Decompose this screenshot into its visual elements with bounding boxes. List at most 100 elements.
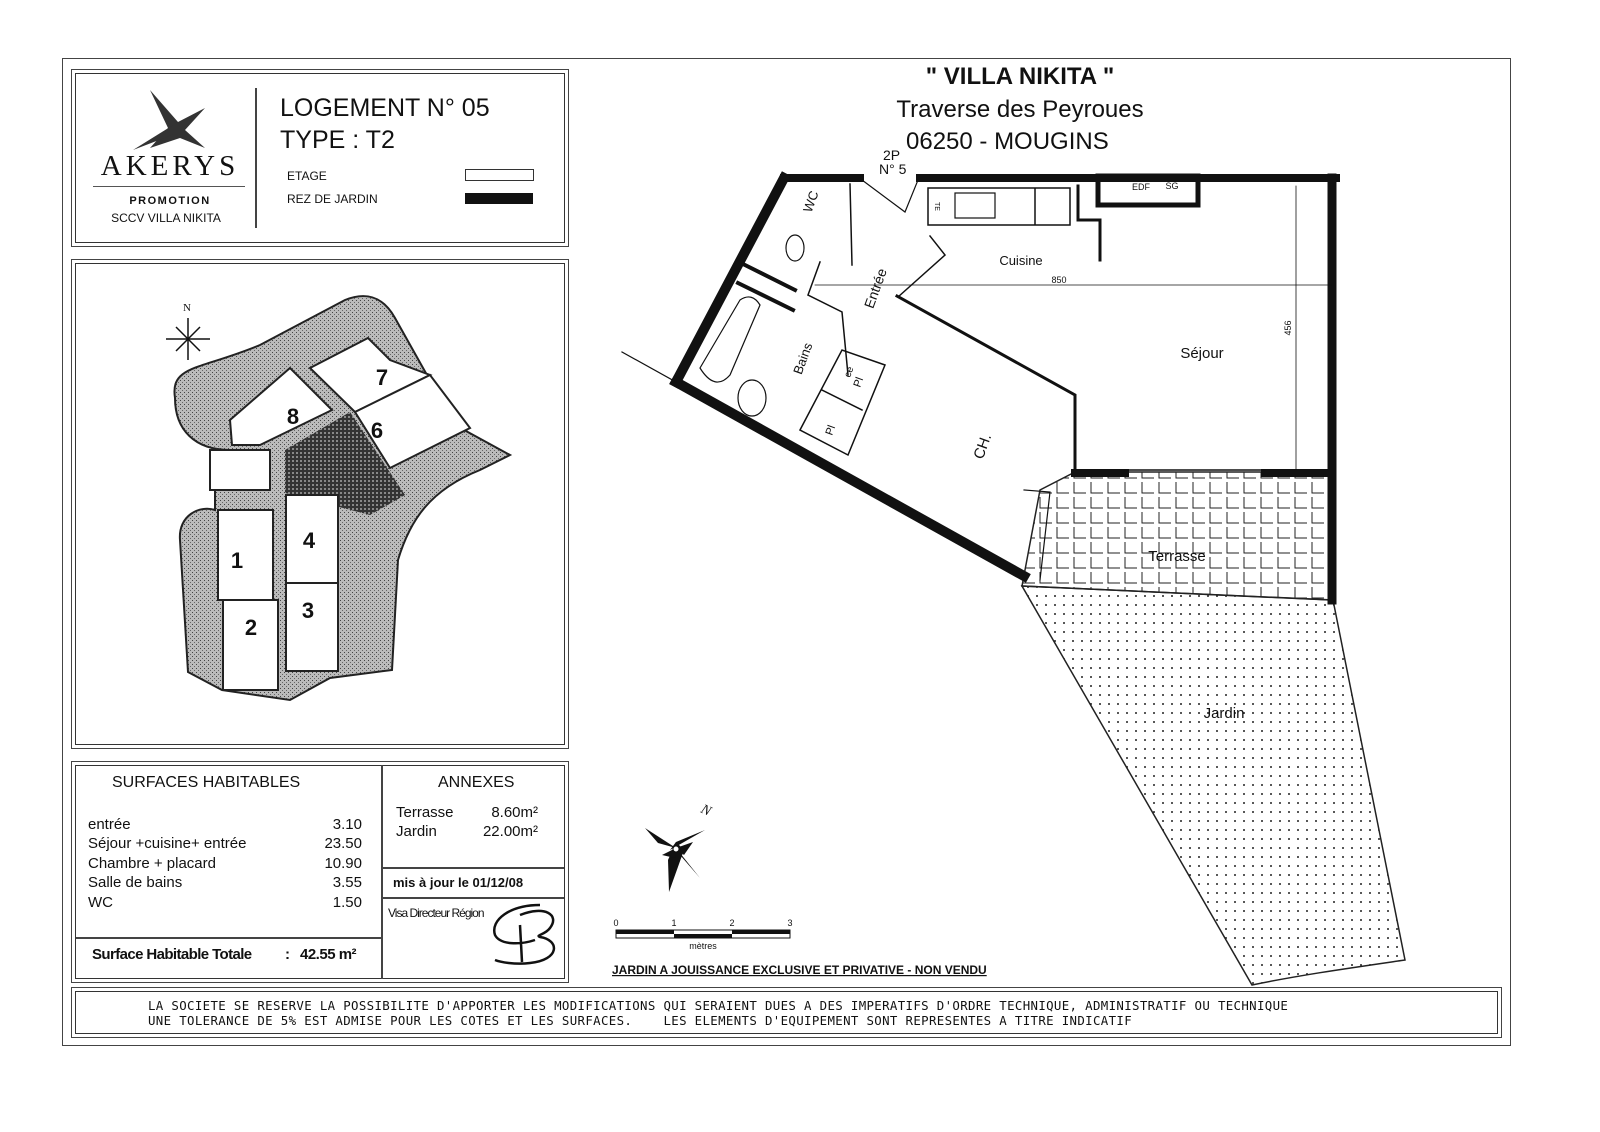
- scale-bar: [615, 929, 791, 939]
- lot-label: 2: [245, 615, 257, 640]
- door-entry: [861, 179, 919, 213]
- disclaimer-line-2: UNE TOLERANCE DE 5% EST ADMISE POUR LES …: [148, 1013, 1133, 1028]
- annex-value: 8.60m²: [491, 804, 538, 821]
- total-divider: [76, 937, 382, 939]
- te-label: TE: [933, 202, 940, 211]
- site-plan-box: [75, 263, 565, 745]
- logo-tagline: PROMOTION: [129, 195, 211, 207]
- surface-row-value: 1.50: [332, 894, 362, 911]
- lot-label: 1: [231, 548, 243, 573]
- project-name: " VILLA NIKITA ": [925, 63, 1115, 90]
- page-frame: [62, 58, 1511, 1046]
- site-plan: 1 2 3 4 6 7 8 N: [166, 295, 513, 702]
- room-cuisine: Cuisine: [999, 253, 1042, 268]
- annexes-title: ANNEXES: [438, 774, 515, 791]
- surfaces-divider: [381, 765, 383, 979]
- lot-label: 6: [371, 418, 383, 443]
- dimension-width: 850: [1051, 275, 1066, 285]
- wall-chambre: [894, 293, 1077, 472]
- logo-company: SCCV VILLA NIKITA: [111, 211, 221, 225]
- placard: [798, 349, 886, 457]
- lot-1: [217, 509, 274, 601]
- room-entree: Entrée: [861, 266, 890, 310]
- surface-row-label: Salle de bains: [88, 874, 183, 891]
- apartment-plan: EDF SG TE WC Cuisine 850 Entrée Séjour 4…: [621, 147, 1406, 986]
- room-terrasse: Terrasse: [1148, 548, 1206, 565]
- logo-brand: AKERYS: [100, 150, 240, 182]
- lot-8: [228, 366, 334, 446]
- logement-number: LOGEMENT N° 05: [280, 94, 490, 122]
- ce-label: ce: [842, 365, 856, 379]
- kitchen-partition: [1076, 184, 1102, 262]
- bathtub-icon: [699, 296, 761, 383]
- surface-row-value: 3.55: [332, 874, 362, 891]
- lot-label: 4: [303, 528, 316, 553]
- surface-row-label: Chambre + placard: [88, 855, 216, 872]
- lot-2: [222, 599, 279, 691]
- room-placard: Pl: [824, 424, 839, 437]
- surface-row-label: Séjour +cuisine+ entrée: [88, 835, 247, 852]
- scale-tick: 1: [671, 918, 676, 928]
- project-city: 06250 - MOUGINS: [906, 128, 1109, 155]
- washbasin-icon: [737, 379, 767, 417]
- legend-rez-swatch: [465, 193, 533, 204]
- compass-icon: [645, 828, 705, 892]
- total-label: Surface Habitable Totale: [92, 946, 252, 963]
- unit-number: N° 5: [879, 161, 907, 177]
- total-value: 42.55 m²: [300, 946, 357, 963]
- disclaimer-line-1: LA SOCIETE SE RESERVE LA POSSIBILITE D'A…: [148, 998, 1289, 1013]
- lot-label: 8: [287, 404, 299, 429]
- annex-value: 22.00m²: [482, 823, 538, 840]
- visa-label: Visa Directeur Région: [388, 906, 485, 920]
- wall-bottom: [669, 375, 1031, 583]
- site-north-label: N: [183, 302, 191, 314]
- update-date: mis à jour le 01/12/08: [393, 875, 524, 890]
- edf-label: EDF: [1132, 182, 1151, 192]
- dimension-depth: 456: [1283, 320, 1293, 335]
- lot-3: [285, 582, 339, 672]
- room-bains: Bains: [790, 340, 815, 376]
- surface-row-value: 10.90: [324, 855, 362, 872]
- site-hatched-court: [285, 412, 405, 515]
- toilet-icon: [785, 234, 805, 262]
- project-street: Traverse des Peyroues: [896, 96, 1144, 123]
- legend-rez-label: REZ DE JARDIN: [287, 192, 378, 206]
- room-chambre: CH.: [970, 431, 995, 461]
- lot-6: [353, 373, 472, 470]
- legend-etage-label: ETAGE: [287, 169, 327, 183]
- site-compass-icon: [166, 318, 210, 360]
- site-lots: [209, 336, 472, 691]
- bird-logo-icon: [133, 90, 205, 150]
- annex-label: Terrasse: [396, 804, 454, 821]
- surfaces-box: [75, 765, 565, 979]
- surfaces-title: SURFACES HABITABLES: [112, 774, 301, 791]
- terrasse-area: [1021, 471, 1331, 601]
- room-sejour: Séjour: [1180, 345, 1223, 362]
- lot-label: 3: [302, 598, 314, 623]
- logo-rule: [93, 186, 245, 187]
- wall-entree: [806, 183, 947, 376]
- wall-wc-bath: [735, 262, 798, 313]
- annexes-divider-1: [382, 867, 564, 869]
- unit-code: 2P: [883, 147, 900, 163]
- edf-sg-box: [1095, 173, 1201, 208]
- total-separator: :: [285, 946, 290, 963]
- scale-unit: mètres: [689, 941, 717, 951]
- garden-note: JARDIN A JOUISSANCE EXCLUSIVE ET PRIVATI…: [612, 963, 987, 977]
- left-boundary-line: [621, 351, 677, 383]
- surface-row-label: entrée: [88, 816, 131, 833]
- logement-type: TYPE : T2: [280, 126, 395, 154]
- lot-4: [285, 494, 339, 584]
- header-box: [75, 73, 565, 243]
- header-divider: [255, 88, 257, 228]
- surface-row-value: 23.50: [324, 835, 362, 852]
- room-placard: Pl: [852, 376, 867, 389]
- surface-row-label: WC: [88, 894, 113, 911]
- wall-left: [669, 171, 791, 389]
- surface-row-value: 3.10: [332, 816, 362, 833]
- annex-label: Jardin: [396, 823, 437, 840]
- jardin-area: [1020, 585, 1406, 986]
- room-wc: WC: [800, 189, 822, 214]
- sg-label: SG: [1165, 181, 1178, 191]
